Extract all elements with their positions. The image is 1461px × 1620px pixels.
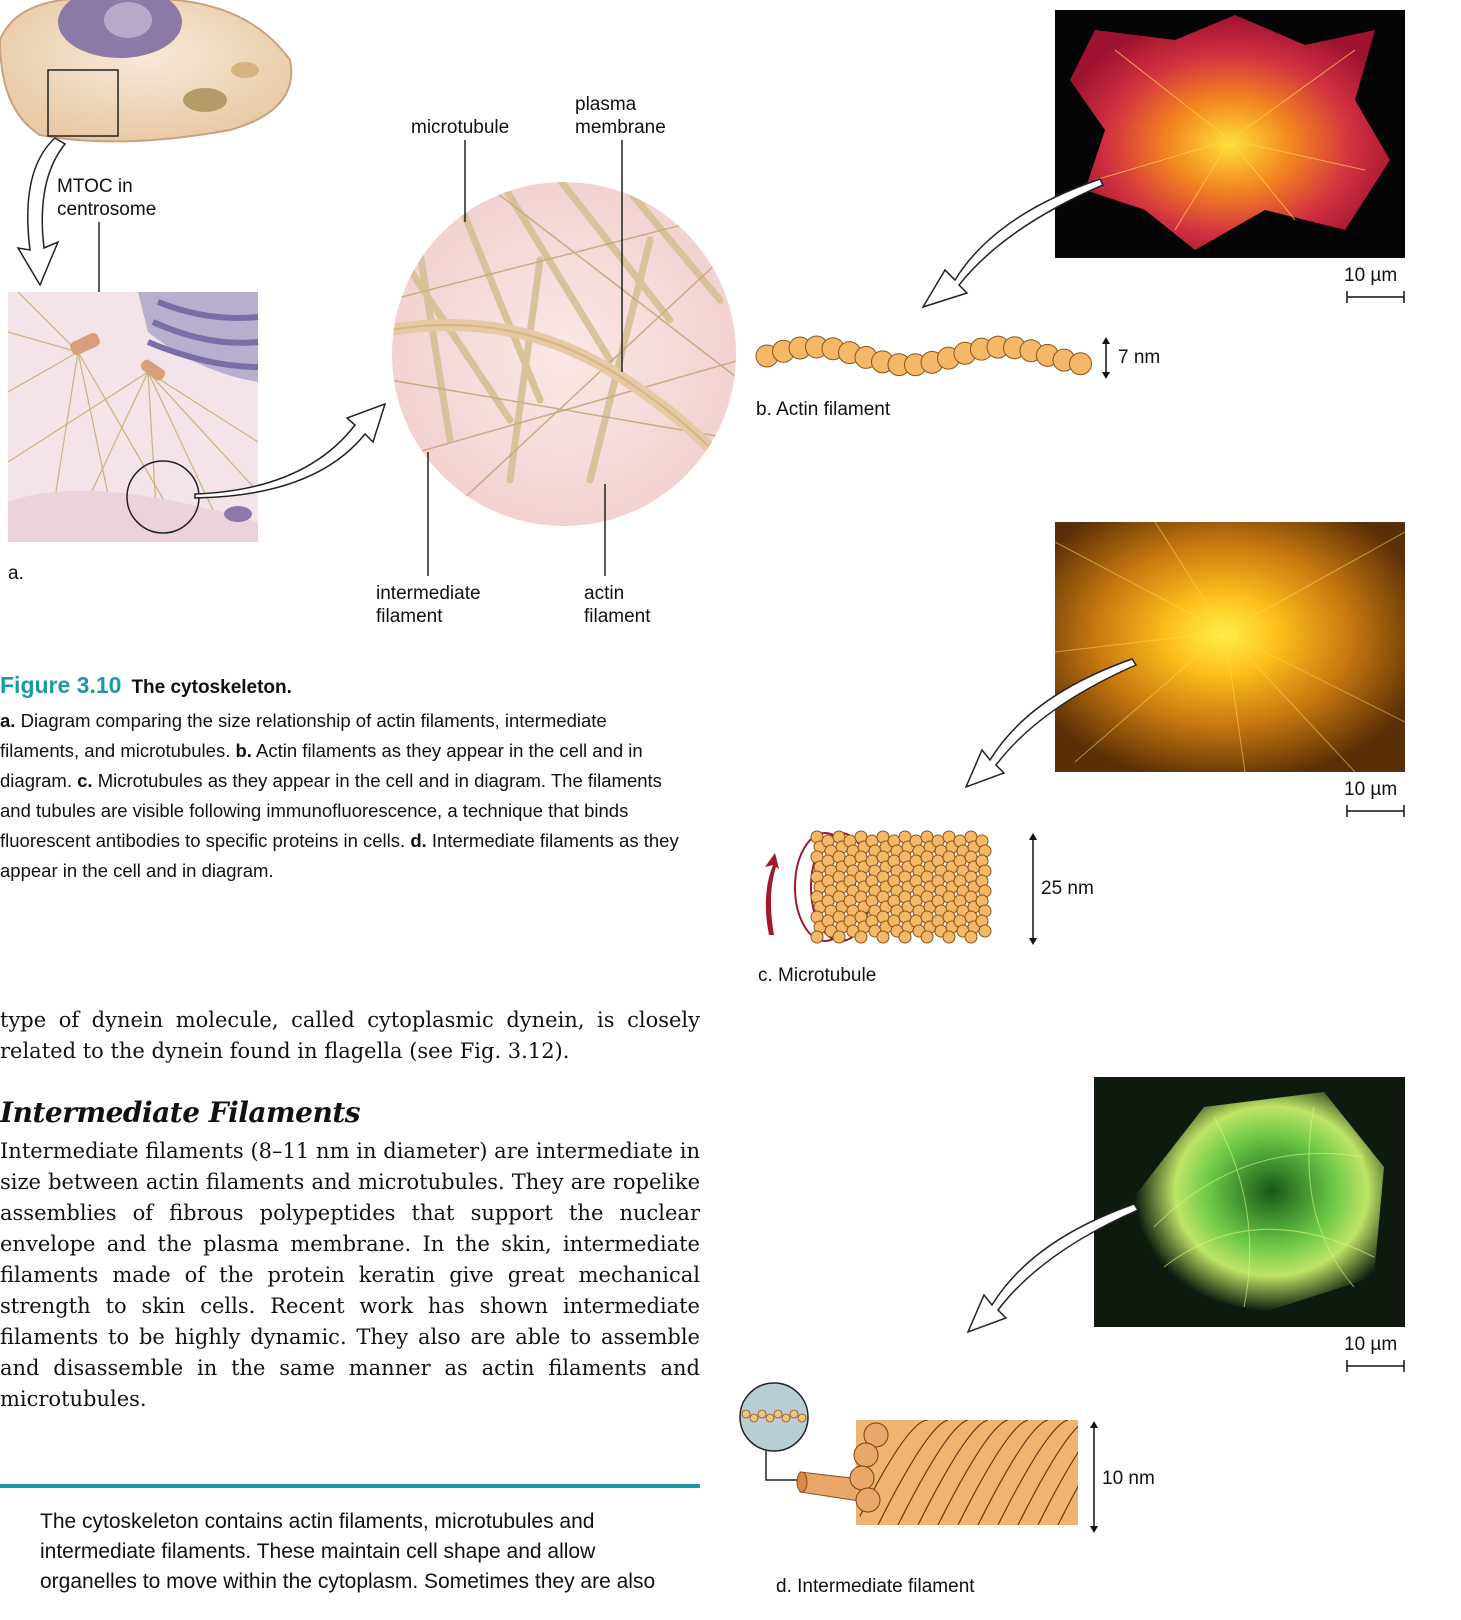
tubulin-bead — [899, 931, 911, 943]
summary-divider — [0, 1484, 700, 1488]
photo-arrow-b — [915, 175, 1115, 315]
photo-arrow-d — [962, 1200, 1142, 1340]
tubulin-bead — [943, 931, 955, 943]
size-label-b: 7 nm — [1118, 346, 1160, 369]
panel-d-label: d. Intermediate filament — [776, 1575, 975, 1598]
scale-bar-b — [1346, 290, 1406, 304]
size-label-c: 25 nm — [1041, 877, 1094, 900]
scale-d: 10 µm — [1344, 1333, 1397, 1356]
tubulin-bead — [833, 931, 845, 943]
panel-c-label: c. Microtubule — [758, 964, 876, 987]
microtubule-diagram — [755, 825, 1025, 950]
tubulin-bead — [811, 931, 823, 943]
tubulin-bead — [965, 931, 977, 943]
figure-title: The cytoskeleton. — [131, 677, 292, 698]
body-paragraph-1: type of dynein molecule, called cytoplas… — [0, 1005, 700, 1067]
size-arrow-b — [1099, 336, 1113, 380]
size-arrow-c — [1026, 832, 1040, 946]
tubulin-bead — [855, 931, 867, 943]
actin-bead — [1070, 353, 1092, 375]
size-arrow-d — [1087, 1420, 1101, 1534]
scale-c: 10 µm — [1344, 778, 1397, 801]
intermediate-filament-diagram — [738, 1380, 1083, 1530]
figure-caption-body: a. Diagram comparing the size relationsh… — [0, 706, 690, 886]
figure-number: Figure 3.10 — [0, 672, 121, 698]
tubulin-bead — [921, 931, 933, 943]
summary-box-text: The cytoskeleton contains actin filament… — [40, 1507, 660, 1597]
figure-caption-title: Figure 3.10 The cytoskeleton. — [0, 672, 292, 699]
tubulin-bead — [979, 925, 991, 937]
leader-lines-a — [0, 0, 740, 600]
panel-b-label: b. Actin filament — [756, 398, 890, 421]
photo-arrow-c — [960, 655, 1140, 795]
actin-filament-diagram — [755, 332, 1105, 382]
size-label-d: 10 nm — [1102, 1467, 1155, 1490]
section-heading: Intermediate Filaments — [0, 1096, 360, 1129]
scale-b: 10 µm — [1344, 264, 1397, 287]
tubulin-bead — [877, 931, 889, 943]
scale-bar-d — [1346, 1359, 1406, 1373]
scale-bar-c — [1346, 804, 1406, 818]
body-paragraph-2: Intermediate filaments (8–11 nm in diame… — [0, 1136, 700, 1415]
rotation-arrow-icon — [765, 853, 779, 935]
